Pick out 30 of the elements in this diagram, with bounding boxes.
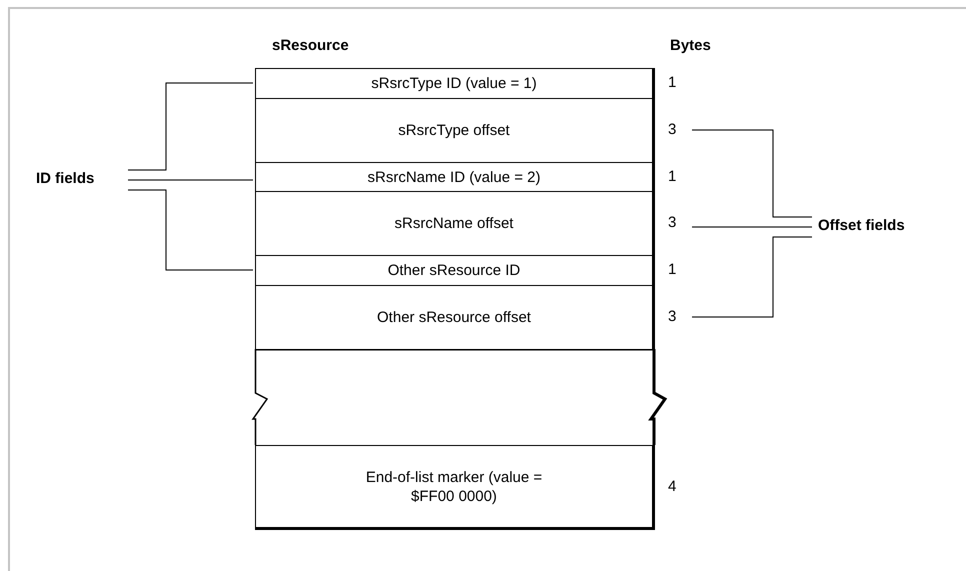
bracket-line xyxy=(692,226,812,228)
field-label: Other sResource ID xyxy=(388,261,520,280)
field-label: End-of-list marker (value = $FF00 0000) xyxy=(364,468,544,506)
field-label: sRsrcName ID (value = 2) xyxy=(368,168,540,186)
field-row xyxy=(255,68,655,99)
bracket-line xyxy=(692,236,812,318)
group-label: ID fields xyxy=(36,170,94,187)
field-row xyxy=(255,255,655,286)
field-label: sRsrcType ID (value = 1) xyxy=(371,74,537,93)
field-row xyxy=(255,98,655,163)
column-heading: sResource xyxy=(272,37,349,54)
byte-count: 1 xyxy=(668,168,676,184)
byte-count: 3 xyxy=(668,214,676,231)
field-row xyxy=(255,445,655,530)
bracket-line xyxy=(128,82,254,170)
column-heading: Bytes xyxy=(670,37,711,54)
group-label: Offset fields xyxy=(818,217,905,234)
field-label: Other sResource offset xyxy=(377,308,531,327)
byte-count: 1 xyxy=(668,261,676,278)
byte-count: 3 xyxy=(668,308,676,325)
bracket-line xyxy=(692,130,812,218)
field-row xyxy=(255,285,655,350)
field-row xyxy=(255,162,655,192)
byte-count: 1 xyxy=(668,74,676,91)
bracket-line xyxy=(128,190,254,270)
byte-count: 3 xyxy=(668,121,676,138)
field-label: sRsrcType offset xyxy=(398,121,510,140)
byte-count: 4 xyxy=(668,478,676,495)
field-row xyxy=(255,191,655,256)
field-label: sRsrcName offset xyxy=(394,214,514,233)
